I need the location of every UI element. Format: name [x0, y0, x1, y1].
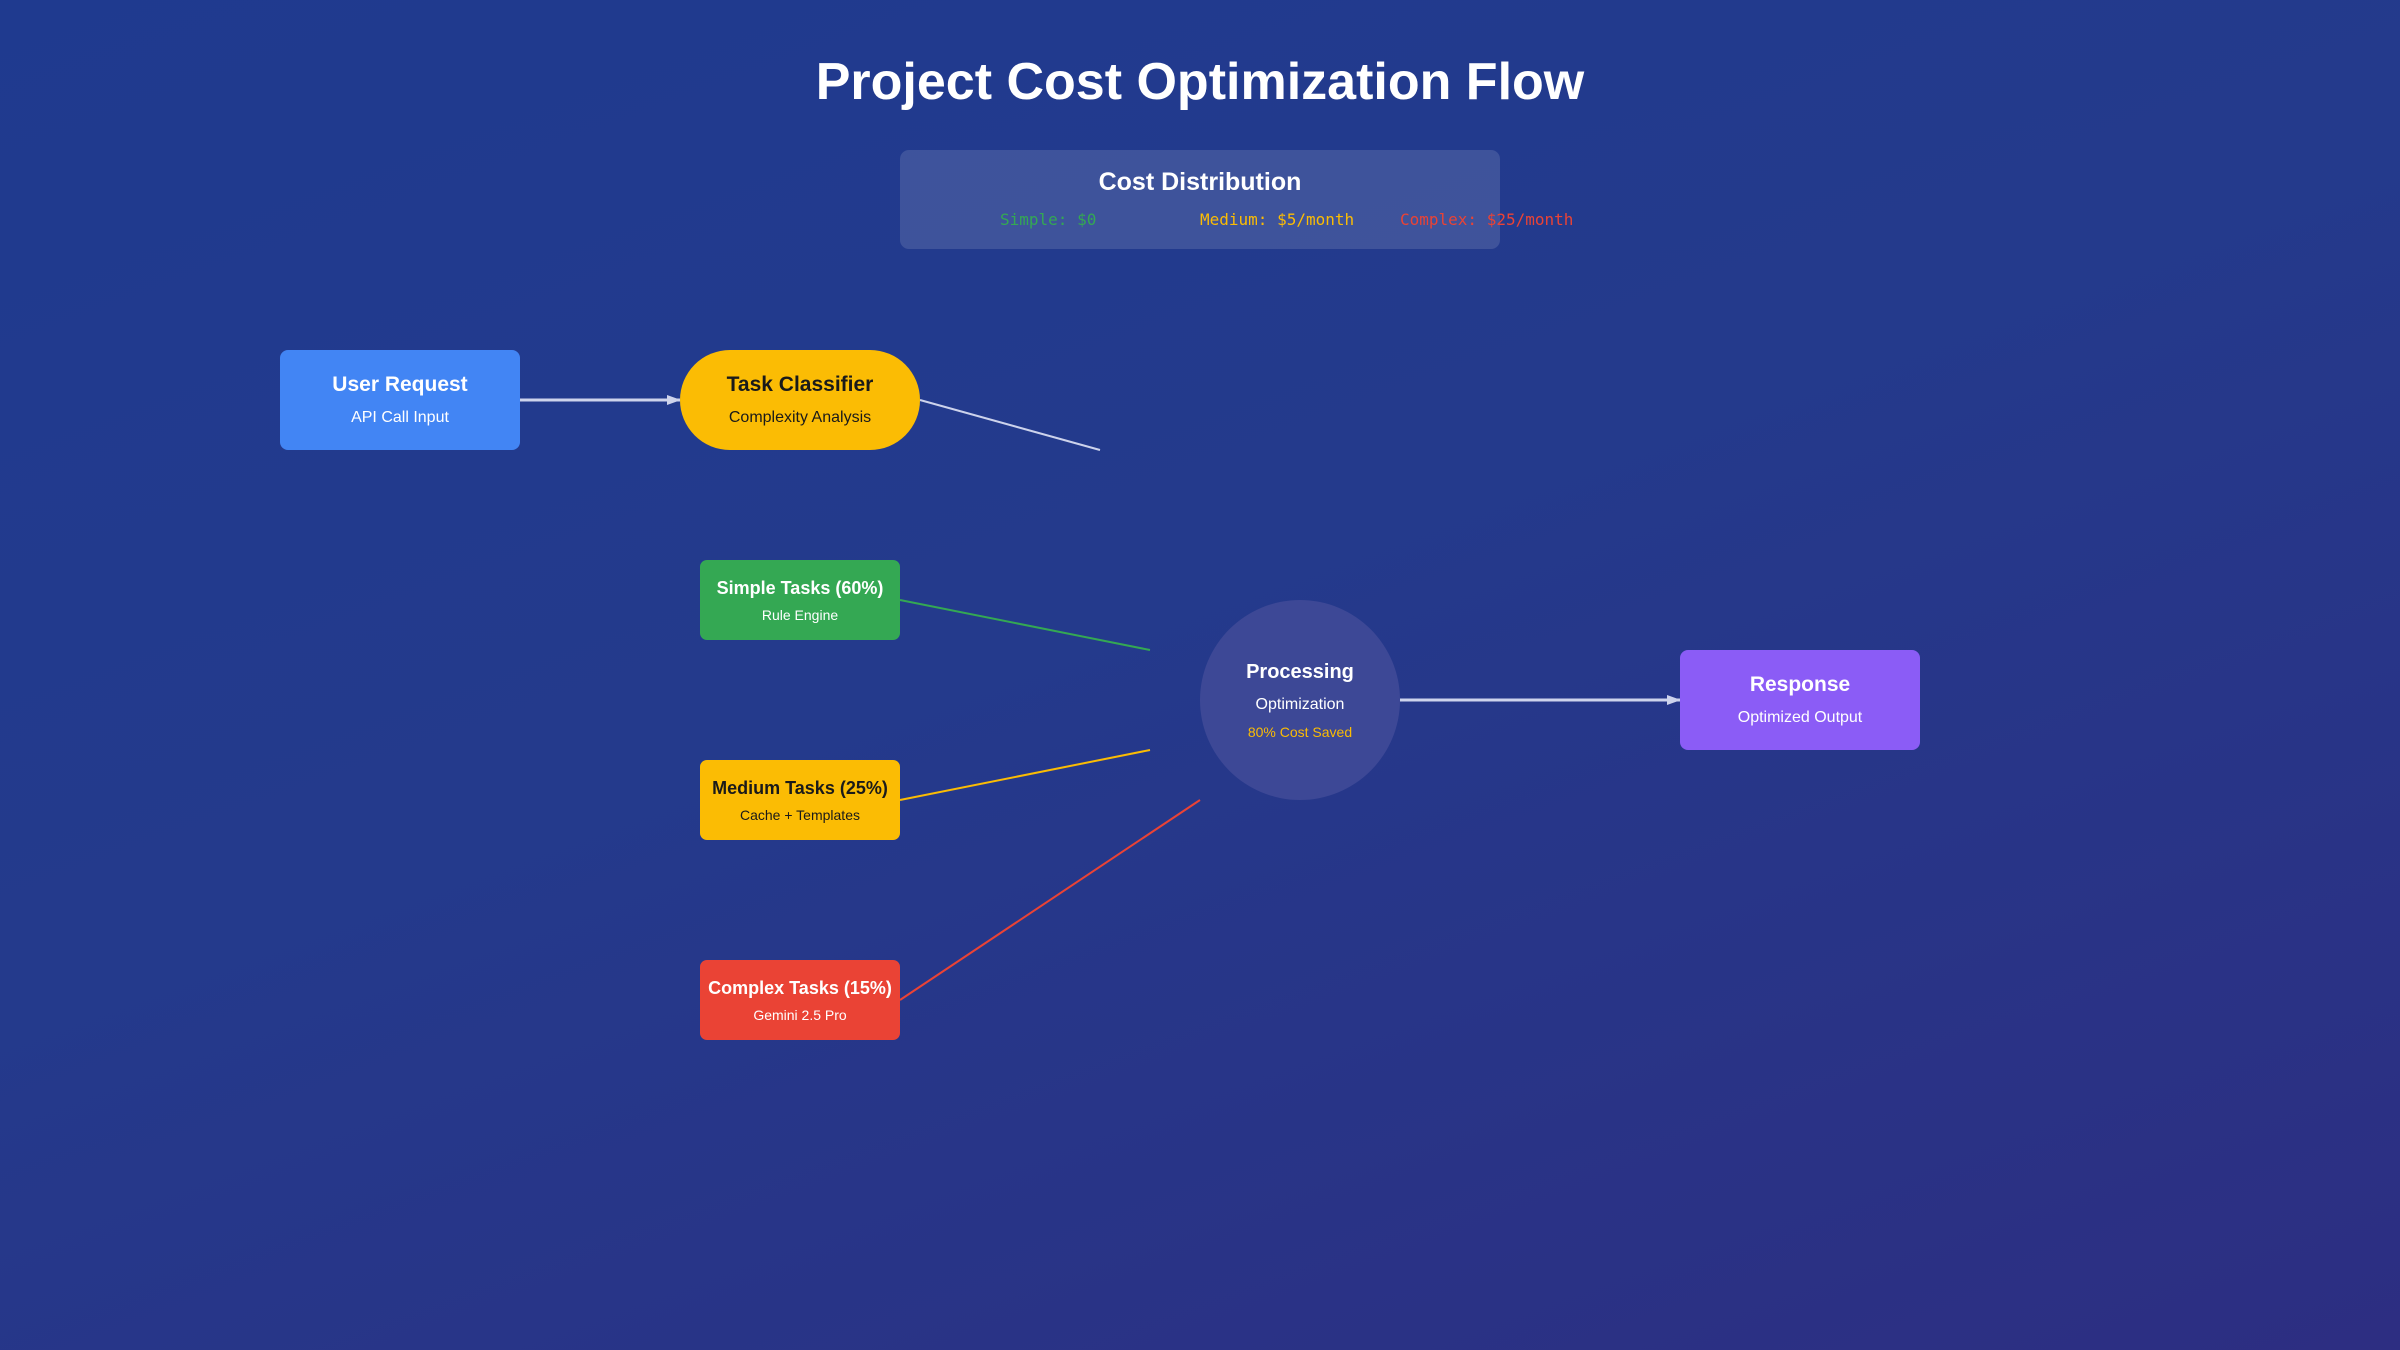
processing-node: Processing Optimization 80% Cost Saved	[1200, 600, 1400, 800]
task-classifier-subtitle: Complexity Analysis	[728, 409, 872, 426]
processing-savings-note: 80% Cost Saved	[1247, 723, 1353, 740]
cost-complex: Complex: $25/month	[1400, 210, 1574, 229]
response-subtitle: Optimized Output	[1737, 709, 1863, 726]
connector-medium-to-processing	[899, 749, 1151, 801]
task-classifier-title: Task Classifier	[726, 373, 874, 396]
user-request-title: User Request	[332, 373, 468, 396]
simple-tasks-subtitle: Rule Engine	[761, 606, 839, 623]
cost-distribution-panel: Cost Distribution Simple: $0 Medium: $5/…	[900, 150, 1573, 249]
cost-medium: Medium: $5/month	[1200, 210, 1355, 229]
complex-tasks-subtitle: Gemini 2.5 Pro	[753, 1006, 847, 1023]
page-title: Project Cost Optimization Flow	[815, 53, 1585, 111]
medium-tasks-node: Medium Tasks (25%) Cache + Templates	[700, 760, 900, 840]
complex-tasks-title: Complex Tasks (15%)	[708, 977, 892, 998]
medium-tasks-title: Medium Tasks (25%)	[712, 777, 888, 798]
connector-simple-to-processing	[899, 599, 1151, 651]
connector-classifier-out	[919, 399, 1101, 451]
processing-title: Processing	[1246, 660, 1354, 683]
user-request-node: User Request API Call Input	[280, 350, 520, 450]
medium-tasks-subtitle: Cache + Templates	[740, 806, 860, 823]
response-node: Response Optimized Output	[1680, 650, 1920, 750]
simple-tasks-node: Simple Tasks (60%) Rule Engine	[700, 560, 900, 640]
complex-tasks-node: Complex Tasks (15%) Gemini 2.5 Pro	[700, 960, 900, 1040]
response-title: Response	[1749, 673, 1851, 696]
user-request-subtitle: API Call Input	[351, 409, 449, 426]
task-classifier-node: Task Classifier Complexity Analysis	[680, 350, 920, 450]
simple-tasks-title: Simple Tasks (60%)	[716, 577, 884, 598]
cost-simple: Simple: $0	[1000, 210, 1097, 229]
connector-complex-to-processing	[899, 799, 1201, 1001]
cost-distribution-title: Cost Distribution	[1098, 168, 1302, 196]
processing-subtitle: Optimization	[1255, 695, 1345, 713]
